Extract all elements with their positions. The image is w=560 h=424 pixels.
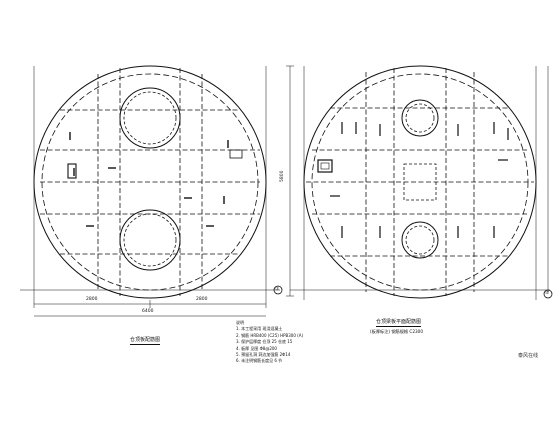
note-4: 4. 板厚 见图 Φ8@200 [236,345,277,351]
note-5: 5. 预留孔洞 洞边加强筋 2Φ14 [236,352,291,358]
right-top-opening [401,99,439,137]
note-1: 1. 本工程采用 现浇混凝土 [236,326,283,332]
dim-bottom-right: 2800 [196,297,208,302]
dim-vertical: 5800 [280,170,285,182]
right-drawing-subtitle: (板厚标注) 钢筋规格 C2300 [370,329,424,334]
right-drawing-title: 仓顶梁板平面配筋图 [376,319,422,327]
left-silo-plan [20,65,283,317]
dim-total: 6400 [142,309,154,314]
watermark-text: 泰风在线 [517,353,538,359]
note-2: 2. 钢筋 HRB400 (C25) HPB300 (A) [236,332,303,338]
left-top-opening [119,87,181,149]
note-6: 6. 未注明钢筋长度见 6 节 [236,358,283,364]
axis-label-1: ① [275,286,280,292]
general-notes: 说明 1. 本工程采用 现浇混凝土 2. 钢筋 HRB400 (C25) HPB… [236,320,303,365]
left-bottom-opening [119,209,181,271]
right-silo-plan [290,65,553,300]
notes-heading: 说明 [236,320,244,325]
axis-label-2: ② [545,290,550,296]
dim-bottom-left: 2800 [86,297,98,302]
note-3: 3. 保护层厚度 仓顶 25 仓底 15 [236,339,293,345]
left-drawing-title: 仓顶板配筋图 [130,337,161,345]
right-bottom-opening [401,221,439,259]
